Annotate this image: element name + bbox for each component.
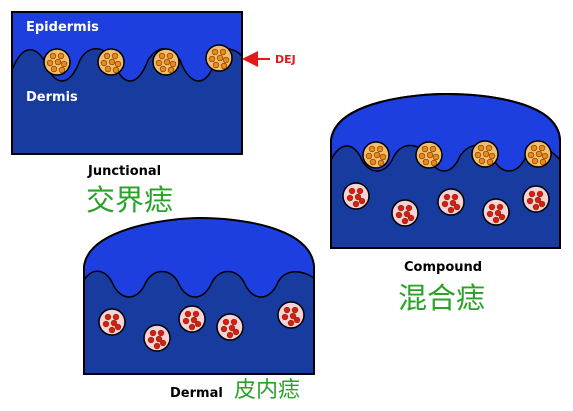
dej-label: DEJ bbox=[275, 53, 296, 66]
junctional-label-en: Junctional bbox=[87, 164, 161, 179]
dermal-nevus-cell bbox=[482, 198, 510, 226]
dermal-panel: Dermal 皮内痣 bbox=[83, 216, 315, 403]
dermal-dej-line bbox=[83, 270, 315, 298]
dermal-nevus-cell bbox=[98, 308, 126, 336]
junctional-nevus-cell bbox=[205, 44, 233, 72]
junctional-panel: Epidermis Dermis DEJ Junctional 交界痣 bbox=[11, 11, 296, 217]
junctional-nevus-cell bbox=[362, 141, 390, 169]
junctional-nevus-cell bbox=[152, 48, 180, 76]
compound-junctional-cells bbox=[362, 140, 552, 169]
dermal-outline bbox=[83, 216, 315, 375]
compound-dej-line bbox=[330, 144, 561, 172]
dermal-nevus-cell bbox=[342, 182, 370, 210]
junctional-nevus-cells bbox=[43, 44, 233, 76]
junctional-nevus-cell bbox=[471, 140, 499, 168]
dermal-nevus-cell bbox=[143, 324, 171, 352]
dermal-nevus-cell bbox=[391, 199, 419, 227]
epidermis-label: Epidermis bbox=[26, 20, 99, 35]
compound-label-zh: 混合痣 bbox=[398, 281, 485, 315]
junctional-nevus-cell bbox=[43, 48, 71, 76]
compound-outline bbox=[330, 92, 561, 249]
compound-dermal-cells bbox=[342, 182, 550, 227]
junctional-outline bbox=[11, 11, 243, 155]
compound-label-en: Compound bbox=[404, 260, 482, 275]
dermal-label-zh: 皮内痣 bbox=[234, 378, 300, 403]
dermal-nevus-cell bbox=[178, 305, 206, 333]
junctional-label-zh: 交界痣 bbox=[86, 183, 173, 217]
junctional-nevus-cell bbox=[524, 140, 552, 168]
dermal-nevus-cell bbox=[522, 185, 550, 213]
dermal-nevus-cell bbox=[437, 188, 465, 216]
dermal-label-en: Dermal bbox=[170, 386, 223, 401]
junctional-dermis bbox=[12, 48, 242, 154]
junctional-nevus-cell bbox=[97, 48, 125, 76]
compound-panel: Compound 混合痣 bbox=[330, 92, 561, 315]
dermal-nevus-cell bbox=[216, 313, 244, 341]
junctional-nevus-cell bbox=[415, 141, 443, 169]
dermal-nevus-cells bbox=[98, 301, 305, 352]
dermis-label: Dermis bbox=[26, 90, 78, 105]
dermal-nevus-cell bbox=[277, 301, 305, 329]
